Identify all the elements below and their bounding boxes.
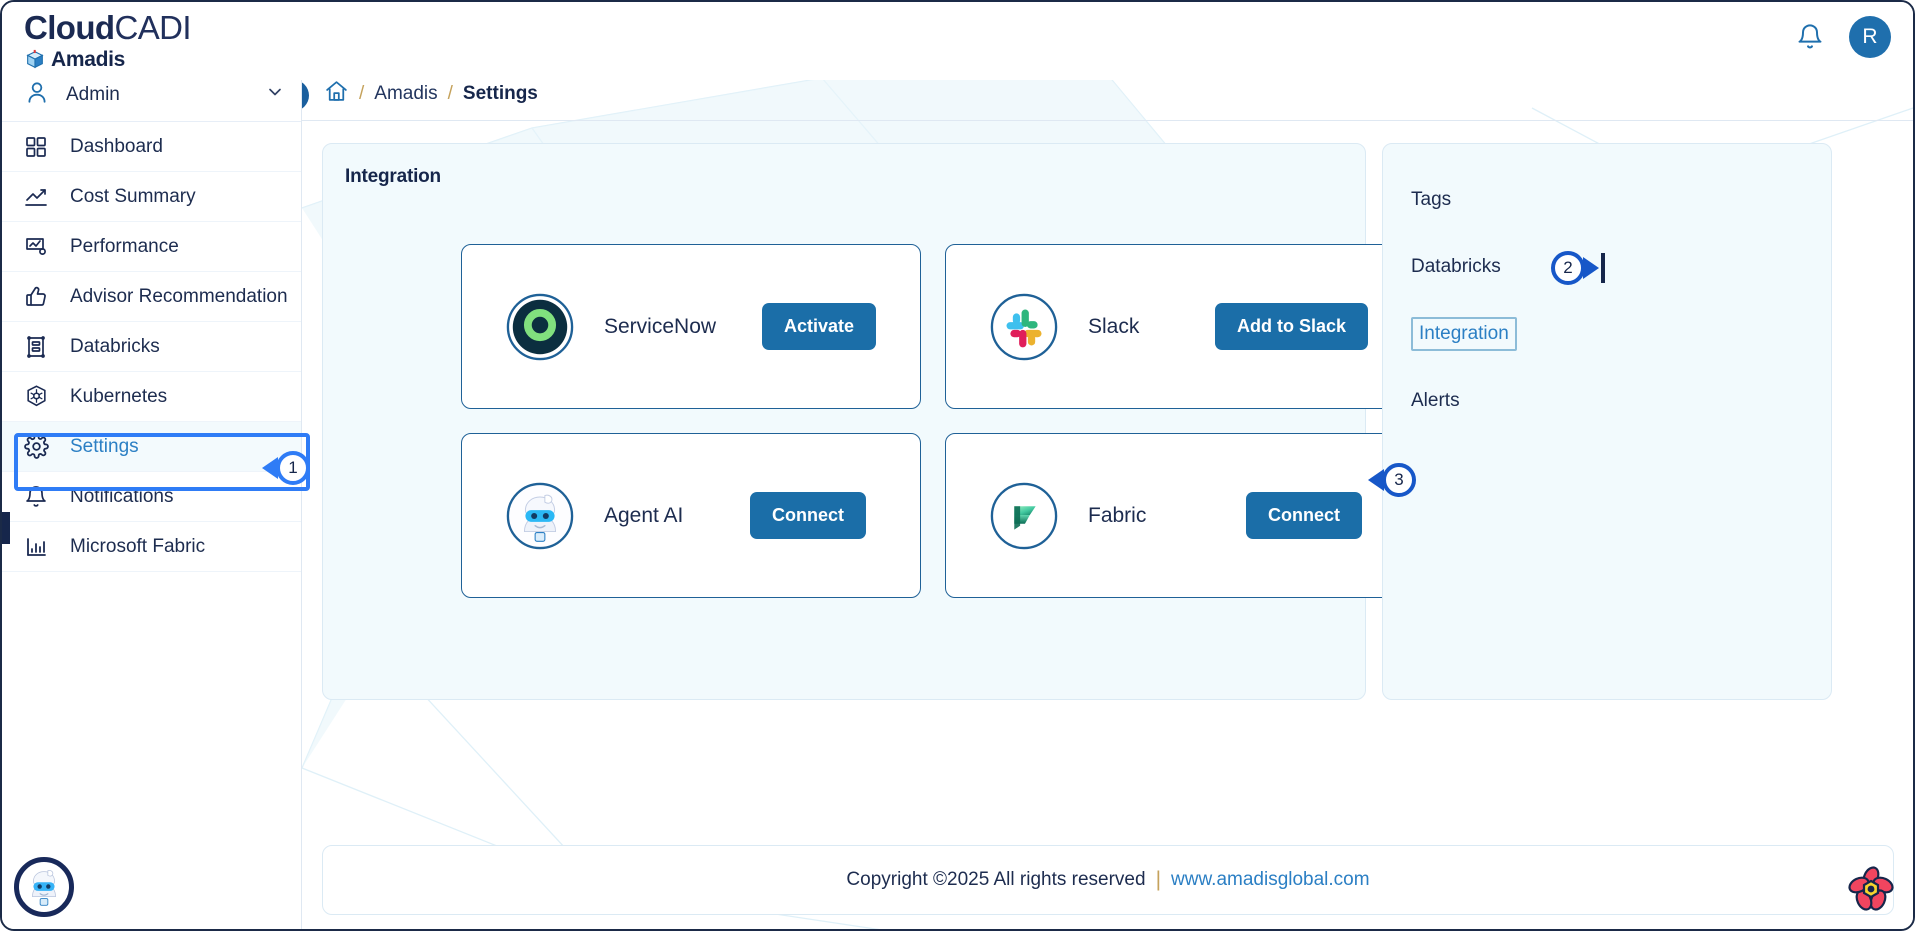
side-panel-item-label: Alerts [1411,389,1460,411]
integration-name: Slack [1088,314,1140,338]
sidebar-item-settings[interactable]: Settings [2,422,301,472]
marker-pointer-icon [262,457,278,479]
sidebar: Admin Dashboard Cost Summary [2,68,302,929]
panel-title: Integration [345,166,441,187]
marker-label: 3 [1382,463,1416,497]
app-header: CloudCADI Amadis [2,2,1913,80]
bell-icon [24,485,52,509]
sidebar-item-label: Cost Summary [70,185,196,207]
sidebar-item-cost-summary[interactable]: Cost Summary [2,172,301,222]
integration-name: Fabric [1088,503,1147,527]
dashboard-grid-icon [24,135,52,159]
footer-divider: | [1155,868,1162,891]
thumbs-up-icon [24,285,52,309]
annotation-marker-2: 2 [1551,251,1605,285]
side-panel-item-tags[interactable]: Tags [1383,166,1831,233]
sidebar-item-label: Settings [70,435,139,457]
sidebar-item-label: Notifications [70,485,174,507]
breadcrumb-current: Settings [462,83,538,104]
sidebar-user-label: Admin [66,83,120,105]
marker-pointer-icon [1368,469,1384,491]
agent-ai-mascot-button[interactable] [14,857,74,917]
side-panel-item-label: Tags [1411,188,1452,210]
integration-panel: Integration ServiceNow Activat [322,143,1405,700]
brand-logo: CloudCADI Amadis [24,8,192,72]
sidebar-item-databricks[interactable]: Databricks [2,322,301,372]
brand-subtitle: Amadis [51,47,126,71]
slack-logo-icon [988,291,1060,363]
user-icon [24,79,50,110]
sidebar-item-advisor-recommendation[interactable]: Advisor Recommendation [2,272,301,322]
breadcrumb-separator: / [447,83,453,104]
home-icon[interactable] [324,79,349,109]
line-chart-icon [24,185,52,209]
agent-ai-mascot-icon [19,862,69,912]
integration-name: Agent AI [604,503,684,527]
annotation-marker-3: 3 [1368,463,1416,497]
cube-icon [24,49,46,71]
amadis-flower-logo-icon [1848,866,1894,911]
chevron-down-icon[interactable] [265,82,285,107]
side-panel-item-databricks[interactable]: Databricks [1383,233,1831,300]
kubernetes-icon [24,384,52,409]
breadcrumb-parent[interactable]: Amadis [374,83,438,104]
integration-card-slack: Slack Add to Slack [945,244,1405,409]
brand-title-light: CADI [114,8,191,46]
integration-card-fabric: Fabric Connect [945,433,1405,598]
servicenow-activate-button[interactable]: Activate [761,303,876,350]
sidebar-item-label: Performance [70,235,179,257]
servicenow-logo-icon [504,291,576,363]
microsoft-fabric-logo-icon [988,480,1060,552]
footer-website-link[interactable]: www.amadisglobal.com [1171,869,1370,890]
marker-label: 2 [1551,251,1585,285]
side-panel-item-label: Databricks [1411,255,1501,277]
sidebar-item-performance[interactable]: Performance [2,222,301,272]
databricks-icon [24,335,52,359]
user-avatar[interactable]: R [1849,16,1891,58]
sidebar-item-label: Advisor Recommendation [70,285,288,307]
integration-card-servicenow: ServiceNow Activate [461,244,921,409]
integration-name: ServiceNow [604,314,717,338]
main-content: / Amadis / Settings Integration [302,68,1913,929]
side-panel-item-alerts[interactable]: Alerts [1383,367,1831,434]
brand-title-bold: Cloud [24,8,115,46]
marker-pointer-icon [1583,257,1599,279]
sidebar-item-label: Microsoft Fabric [70,535,206,557]
settings-sections-panel: Tags Databricks Integration Alerts [1382,143,1832,700]
annotation-marker-1: 1 [262,451,310,485]
integration-card-agent-ai: Agent AI Connect [461,433,921,598]
marker-label: 1 [276,451,310,485]
brand-title: CloudCADI [24,8,192,46]
sidebar-collapse-button[interactable] [302,80,309,111]
sidebar-user-switcher[interactable]: Admin [2,68,301,122]
performance-monitor-icon [24,235,52,259]
agent-ai-connect-button[interactable]: Connect [750,492,866,539]
brand-subtitle-row: Amadis [24,48,191,72]
header-actions: R [1793,16,1891,58]
slack-add-button[interactable]: Add to Slack [1214,303,1368,350]
sidebar-item-microsoft-fabric[interactable]: Microsoft Fabric [2,522,301,572]
gear-icon [24,434,52,459]
sidebar-item-kubernetes[interactable]: Kubernetes [2,372,301,422]
footer-bar: Copyright ©2025 All rights reserved | ww… [322,845,1894,915]
active-item-tab-marker [2,512,10,544]
copyright-text: Copyright ©2025 All rights reserved [846,869,1146,890]
marker-stem [1601,253,1605,283]
side-panel-item-label: Integration [1411,316,1517,351]
panels-row: Integration ServiceNow Activat [302,121,1913,700]
sidebar-item-label: Databricks [70,335,160,357]
sidebar-item-label: Dashboard [70,135,163,157]
notifications-bell-button[interactable] [1793,20,1827,54]
sidebar-item-label: Kubernetes [70,385,168,407]
agent-ai-logo-icon [504,480,576,552]
integration-cards-grid: ServiceNow Activate [323,188,1405,598]
breadcrumb-separator: / [359,83,365,104]
sidebar-item-notifications[interactable]: Notifications [2,472,301,522]
bar-chart-icon [24,535,52,559]
fabric-connect-button[interactable]: Connect [1246,492,1362,539]
sidebar-item-dashboard[interactable]: Dashboard [2,122,301,172]
side-panel-item-integration[interactable]: Integration [1383,300,1831,367]
